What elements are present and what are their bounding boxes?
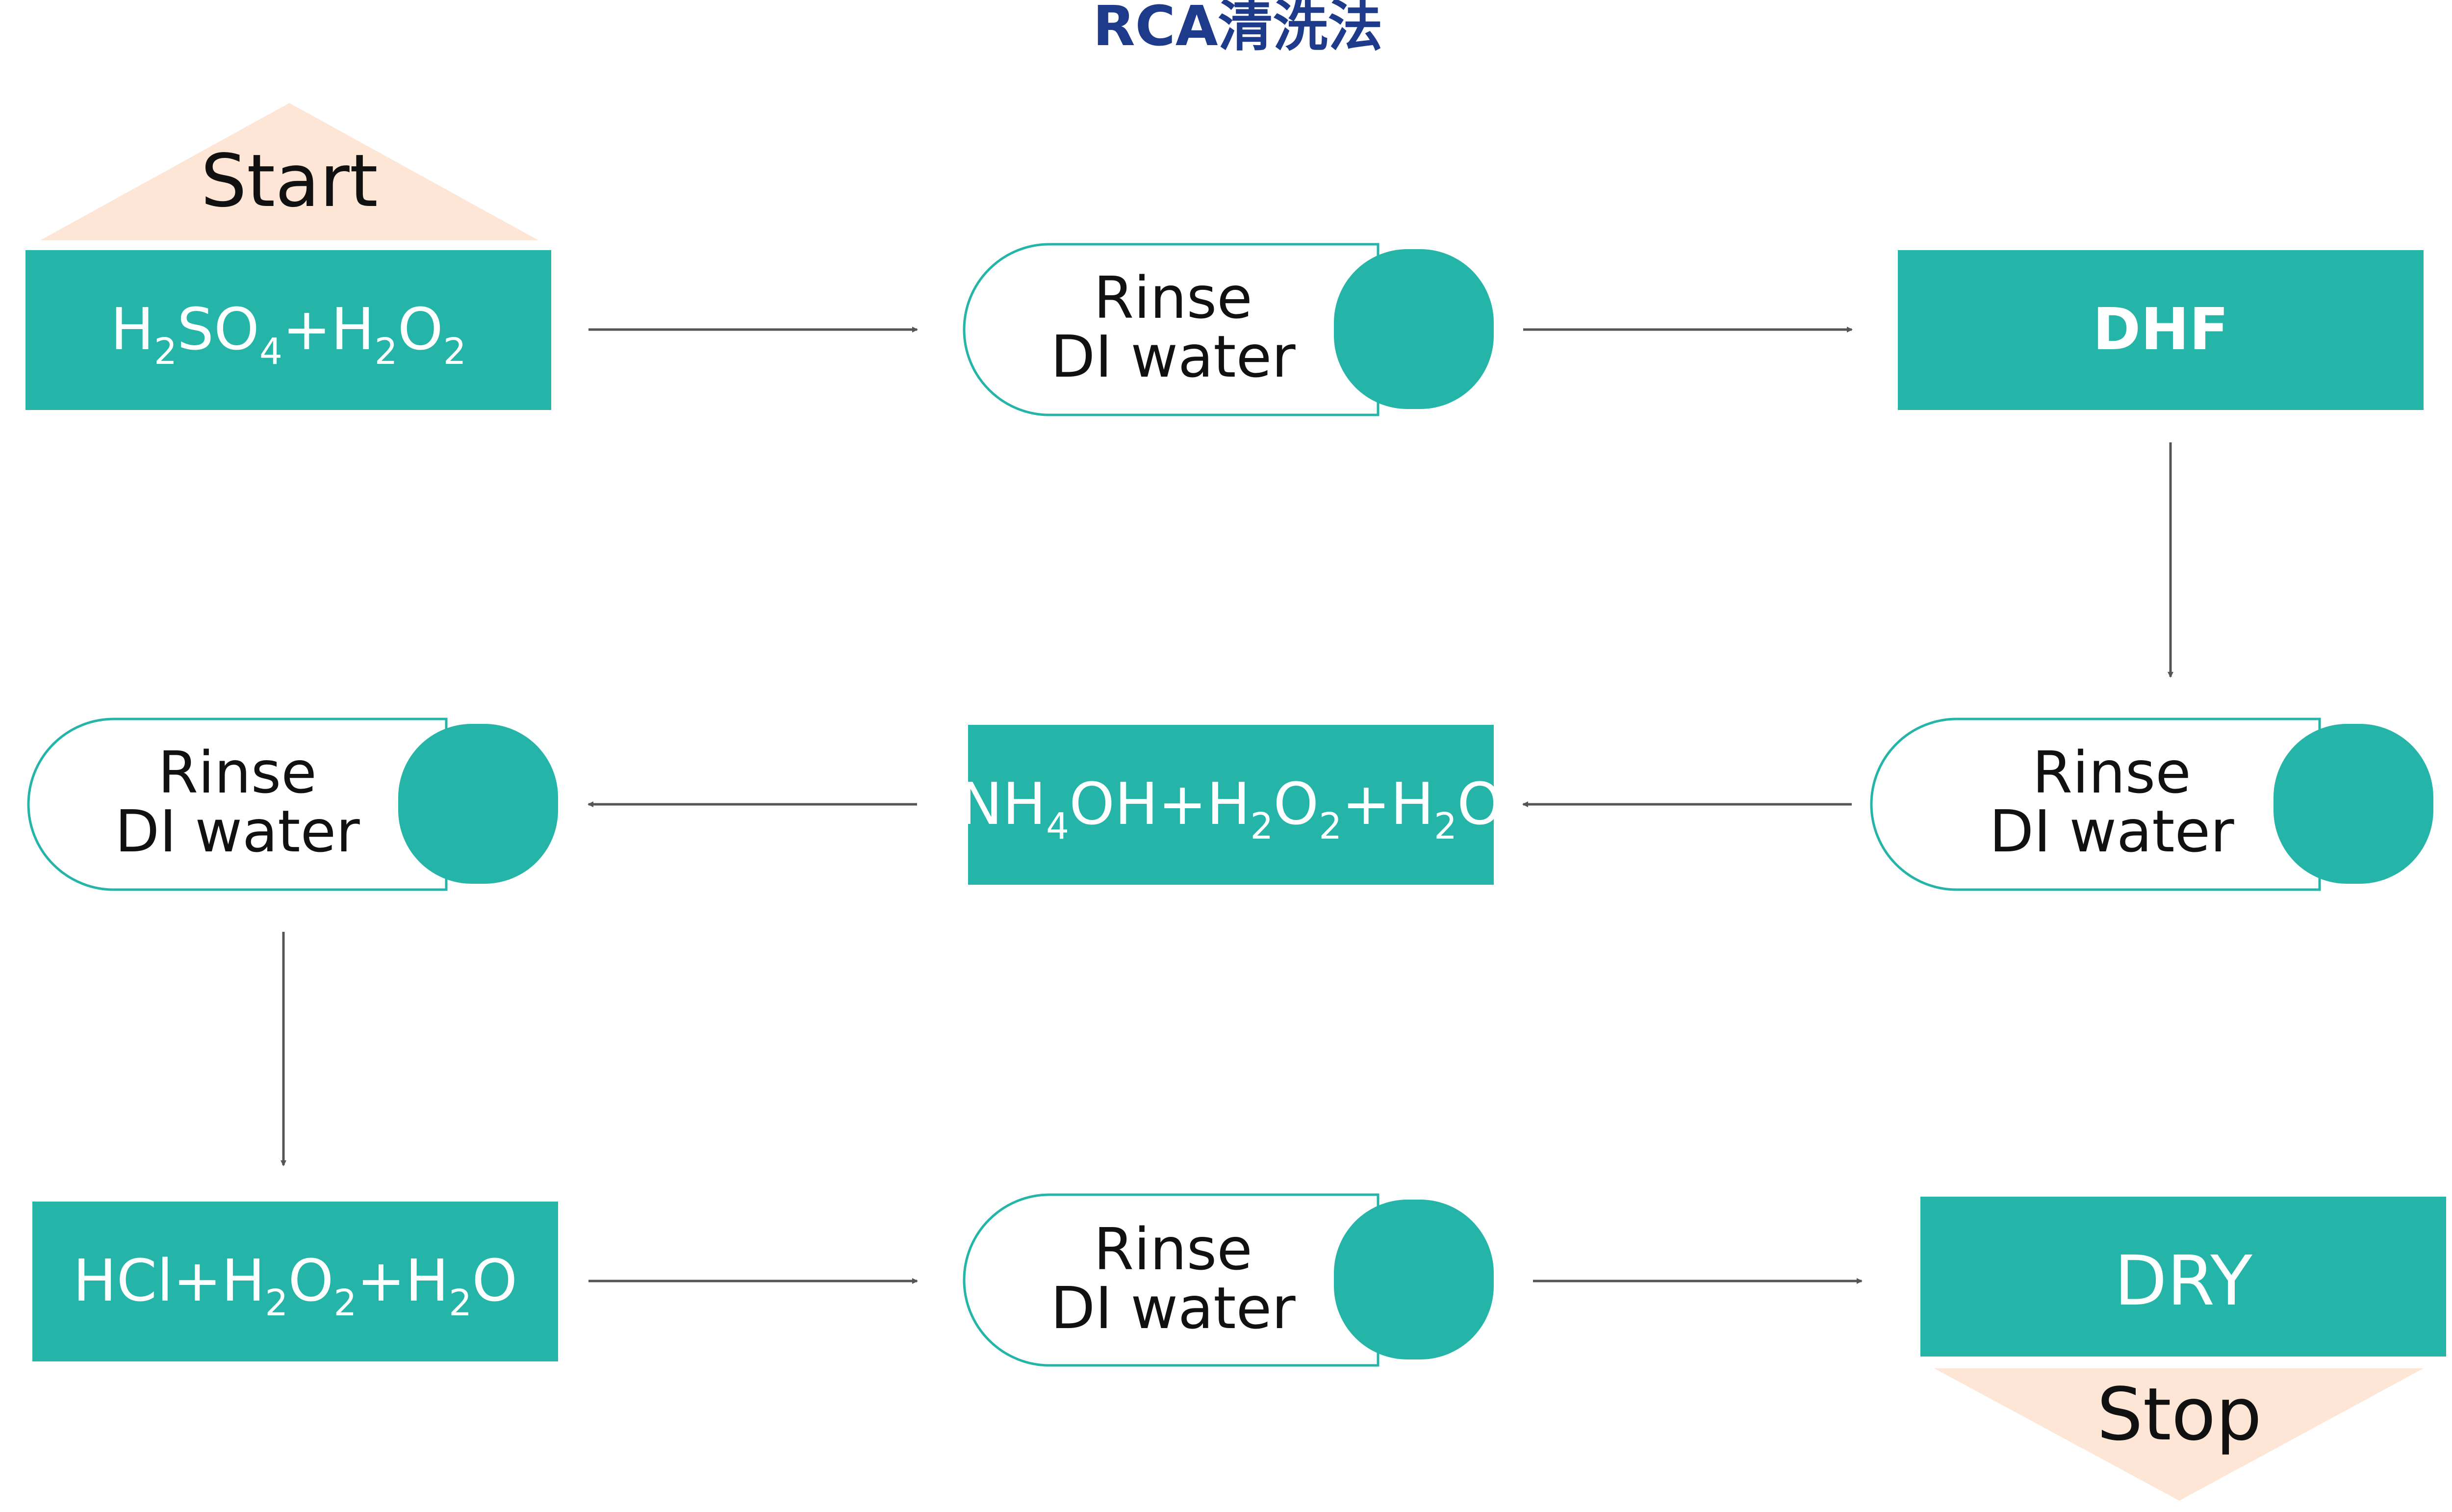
step-dry-label: DRY [2114,1241,2252,1321]
stop-shape [1934,1368,2424,1501]
rinse-label: Rinse [1094,1215,1252,1283]
rinse-sublabel: DI water [115,797,360,865]
rinse-cap [398,724,558,884]
step-sc1-box [968,725,1494,885]
rinse-sublabel: DI water [1989,797,2234,865]
rinse-cap [1334,249,1494,409]
start-shape [40,103,538,240]
step-sc1-label: NH4OH+H2O2+H2O [959,770,1503,847]
rinse-step-2: Rinse DI water [1870,718,2433,891]
rinse-capsule-outline [963,243,1379,416]
step-sulfuric-label: H2SO4+H2O2 [110,295,466,373]
rinse-cap [2273,724,2433,884]
step-dhf-label: DHF [2093,295,2228,363]
rinse-label: Rinse [158,739,317,806]
step-sc2-label: HCl+H2O2+H2O [73,1247,517,1324]
diagram-title: RCA清洗法 [1093,0,1382,58]
rinse-capsule-outline [1870,718,2321,891]
stop-label: Stop [2097,1372,2262,1457]
rinse-label: Rinse [2032,739,2191,806]
rinse-step-3: Rinse DI water [27,718,558,891]
step-dry-box [1920,1197,2446,1357]
rinse-sublabel: DI water [1050,323,1296,390]
rinse-sublabel: DI water [1050,1274,1296,1342]
step-sc2-box [32,1202,558,1361]
rinse-cap [1334,1200,1494,1359]
rinse-capsule-outline [27,718,448,891]
rinse-step-1: Rinse DI water [963,243,1494,416]
rinse-capsule-outline [963,1193,1379,1367]
rinse-label: Rinse [1094,264,1252,332]
rinse-step-4: Rinse DI water [963,1193,1494,1367]
start-label: Start [201,139,378,223]
step-sulfuric-box [26,250,551,410]
step-dhf-box [1898,250,2424,410]
